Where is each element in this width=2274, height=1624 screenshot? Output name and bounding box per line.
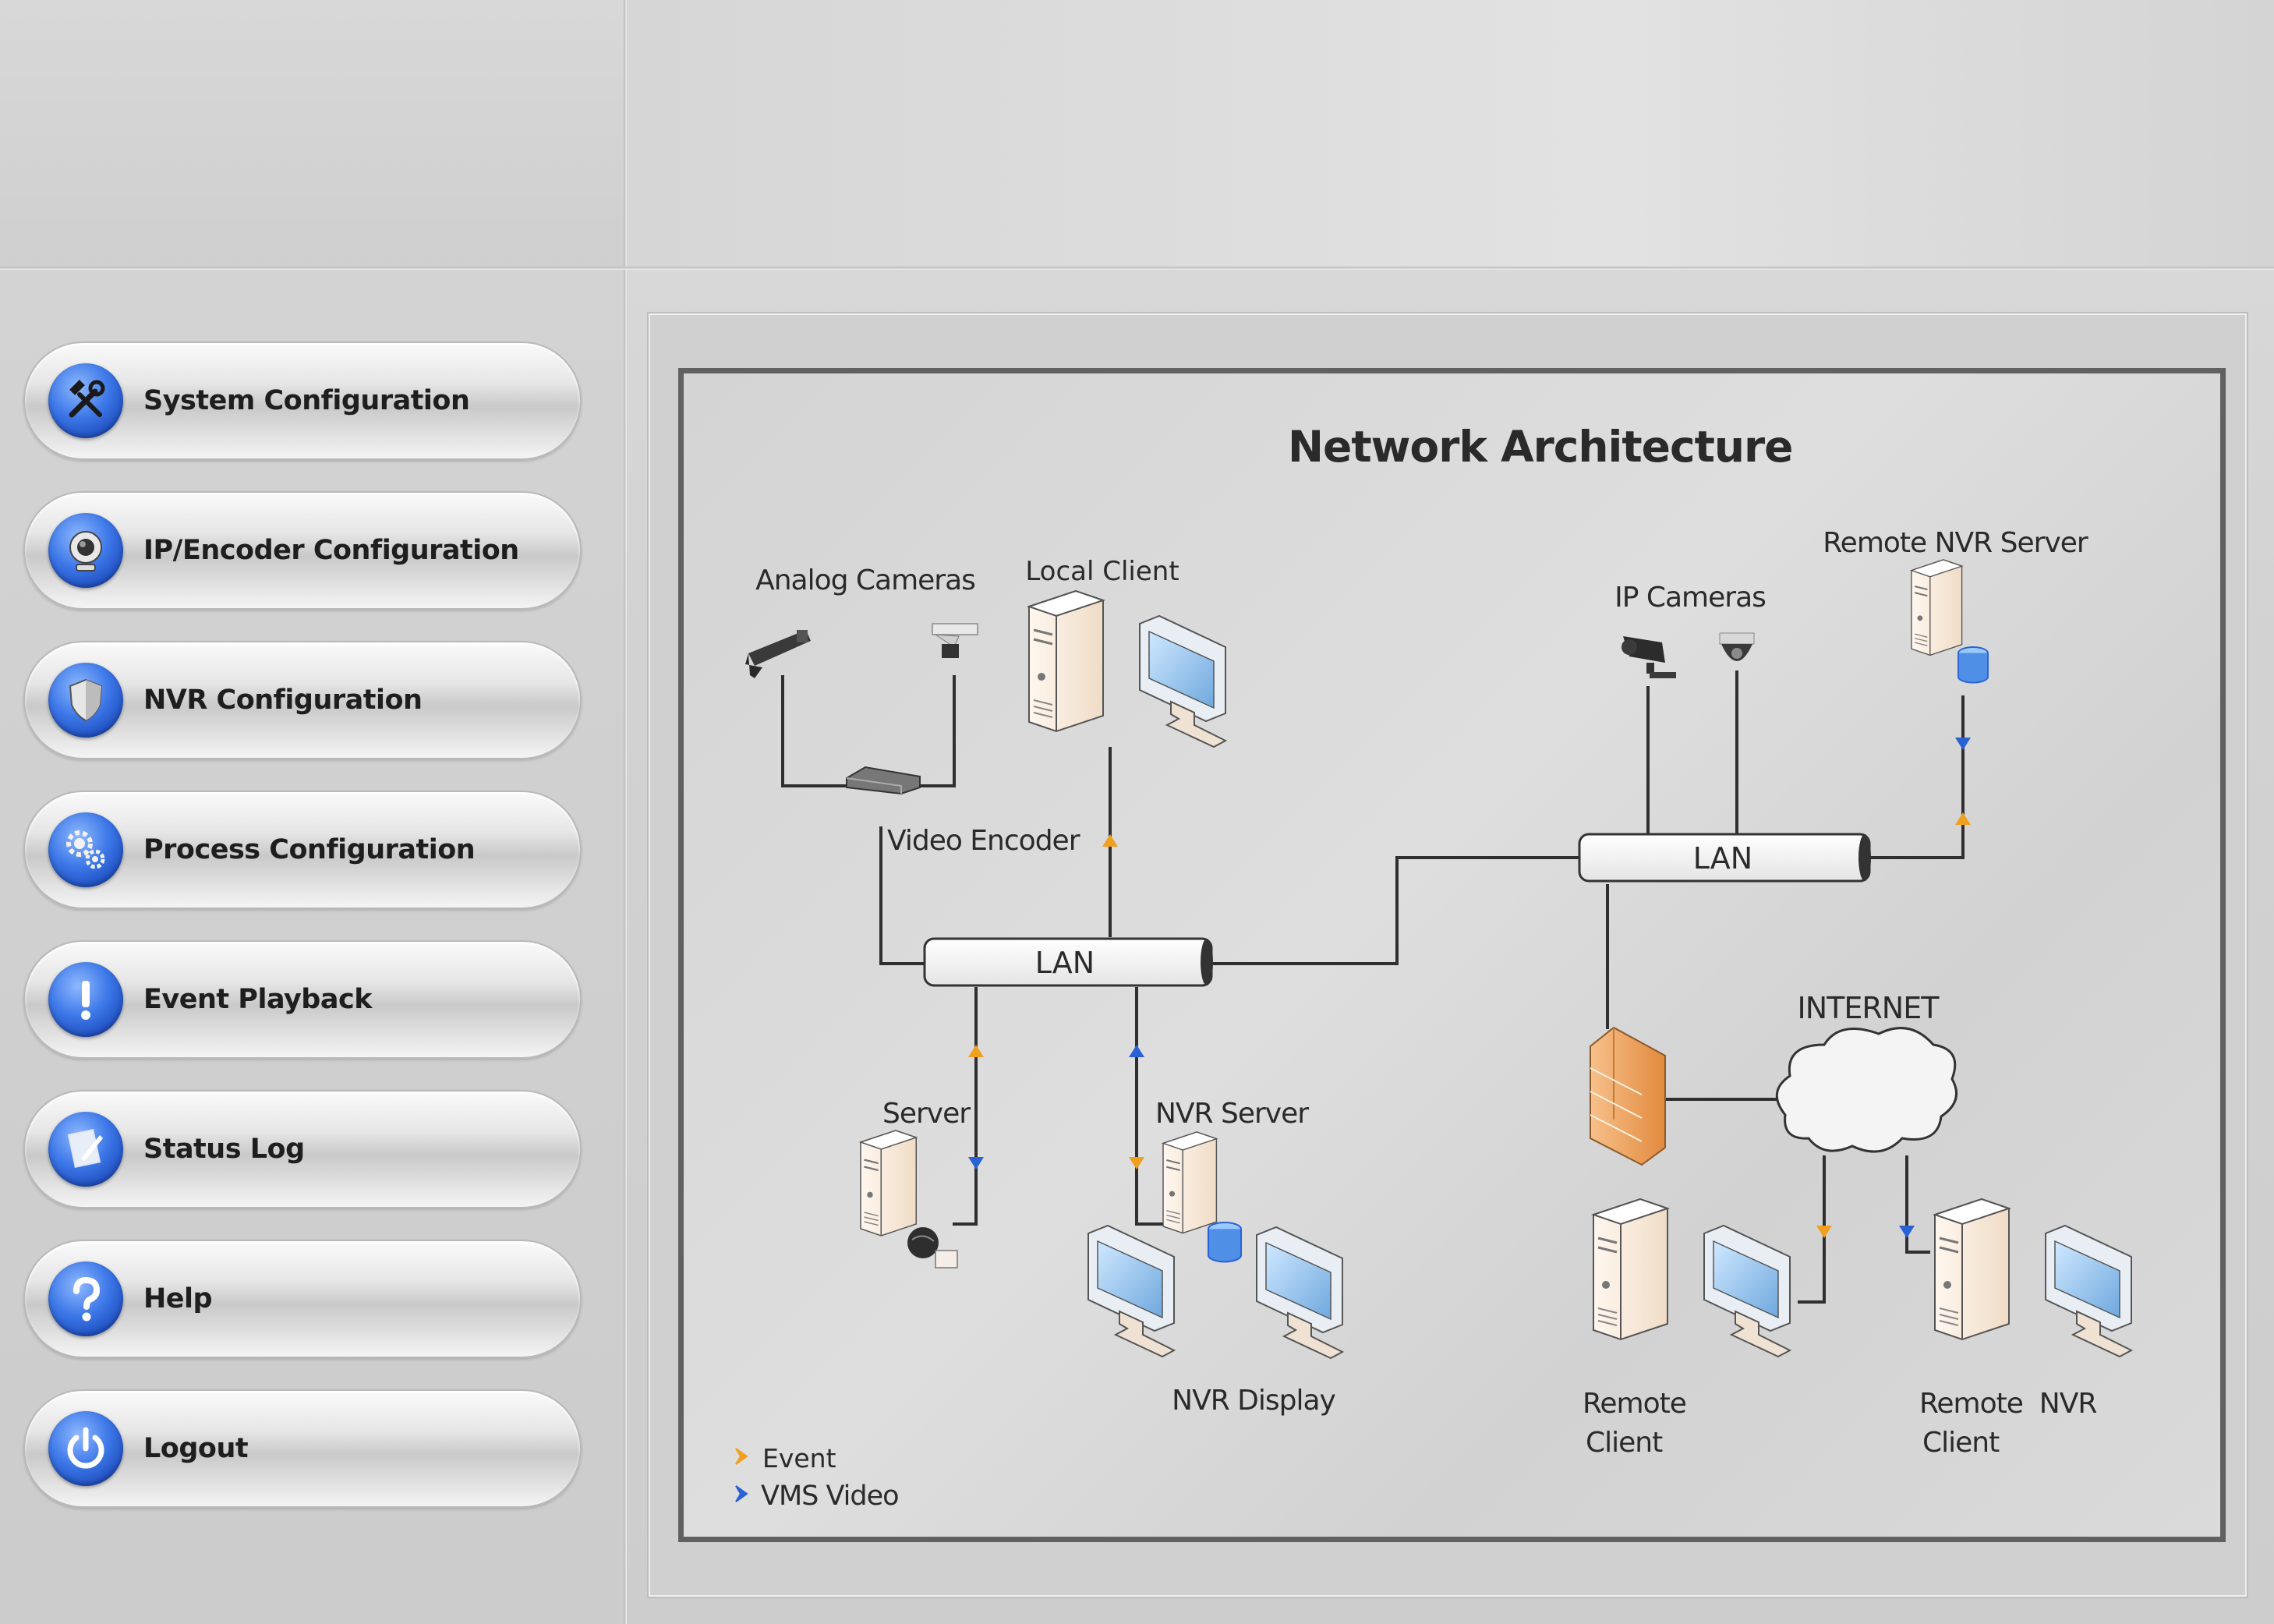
diagram-title: Network Architecture	[1288, 422, 1792, 472]
menu-label: Help	[143, 1283, 213, 1314]
remote-client-label-line2: Client	[1586, 1427, 1663, 1459]
internet-label: INTERNET	[1798, 991, 1940, 1025]
analog-cameras-label: Analog Cameras	[755, 564, 975, 596]
server-icon	[859, 1129, 958, 1268]
remote-nvr-client-label-line1: Remote NVR	[1919, 1388, 2096, 1420]
process-configuration-button[interactable]: Process Configuration	[23, 791, 582, 909]
shield-icon	[48, 663, 123, 738]
legend-vms-video-label: VMS Video	[761, 1481, 899, 1512]
vms-video-legend-arrow-icon	[735, 1485, 748, 1502]
remote-nvr-client-label-line2: Client	[1922, 1427, 2000, 1459]
lan-left-label: LAN	[1035, 946, 1095, 980]
ip-cameras-label: IP Cameras	[1614, 582, 1766, 614]
local-client-computer-icon	[1027, 589, 1226, 748]
analog-camera-icon	[745, 630, 811, 678]
remote-client-computer-icon	[1592, 1198, 1791, 1357]
menu-label: NVR Configuration	[143, 685, 423, 716]
note-pencil-icon	[48, 1112, 123, 1187]
gears-icon	[48, 812, 123, 887]
horizontal-divider	[0, 267, 2274, 270]
nvr-configuration-button[interactable]: NVR Configuration	[23, 641, 582, 759]
ip-dome-camera-icon	[1719, 632, 1755, 661]
dome-camera-icon	[932, 623, 978, 658]
menu-label: System Configuration	[143, 385, 470, 416]
remote-nvr-server-icon	[1910, 558, 1989, 684]
video-encoder-label: Video Encoder	[887, 825, 1080, 857]
main-menu: System Configuration IP/Encoder Configur…	[23, 341, 585, 1539]
nvr-display-label: NVR Display	[1172, 1385, 1335, 1417]
remote-nvr-client-computer-icon	[1933, 1198, 2132, 1357]
ip-encoder-configuration-button[interactable]: IP/Encoder Configuration	[23, 491, 582, 610]
firewall-icon	[1590, 1026, 1666, 1166]
vertical-divider	[624, 0, 627, 1624]
lan-right-label: LAN	[1693, 841, 1752, 876]
menu-label: IP/Encoder Configuration	[143, 535, 519, 566]
tools-icon	[48, 363, 123, 438]
nvr-server-icon	[1162, 1130, 1243, 1263]
event-playback-button[interactable]: Event Playback	[23, 940, 582, 1059]
legend: Event VMS Video	[735, 1443, 900, 1512]
flow-arrows	[968, 738, 1971, 1238]
nvr-server-label: NVR Server	[1155, 1098, 1309, 1130]
internet-cloud-icon	[1775, 1027, 1958, 1153]
video-encoder-device-icon	[846, 766, 921, 795]
webcam-icon	[48, 513, 123, 588]
menu-label: Event Playback	[143, 984, 373, 1015]
remote-client-label-line1: Remote	[1583, 1388, 1686, 1420]
status-log-button[interactable]: Status Log	[23, 1090, 582, 1208]
lan-left-bar: LAN	[923, 937, 1213, 987]
legend-event-label: Event	[762, 1443, 836, 1474]
power-icon	[48, 1411, 123, 1486]
system-configuration-button[interactable]: System Configuration	[23, 341, 582, 460]
event-legend-arrow-icon	[735, 1448, 748, 1465]
menu-label: Process Configuration	[143, 834, 476, 865]
header-right-panel	[627, 0, 2274, 267]
local-client-label: Local Client	[1025, 556, 1179, 587]
menu-label: Status Log	[143, 1134, 305, 1165]
ip-camera-icon	[1622, 636, 1676, 678]
lan-right-bar: LAN	[1578, 833, 1871, 883]
exclamation-icon	[48, 962, 123, 1037]
help-button[interactable]: Help	[23, 1240, 582, 1358]
remote-nvr-server-label: Remote NVR Server	[1823, 527, 2088, 559]
server-label: Server	[882, 1098, 971, 1130]
header-left-panel	[0, 0, 624, 267]
menu-label: Logout	[143, 1433, 249, 1464]
logout-button[interactable]: Logout	[23, 1389, 582, 1508]
question-icon	[48, 1261, 123, 1336]
